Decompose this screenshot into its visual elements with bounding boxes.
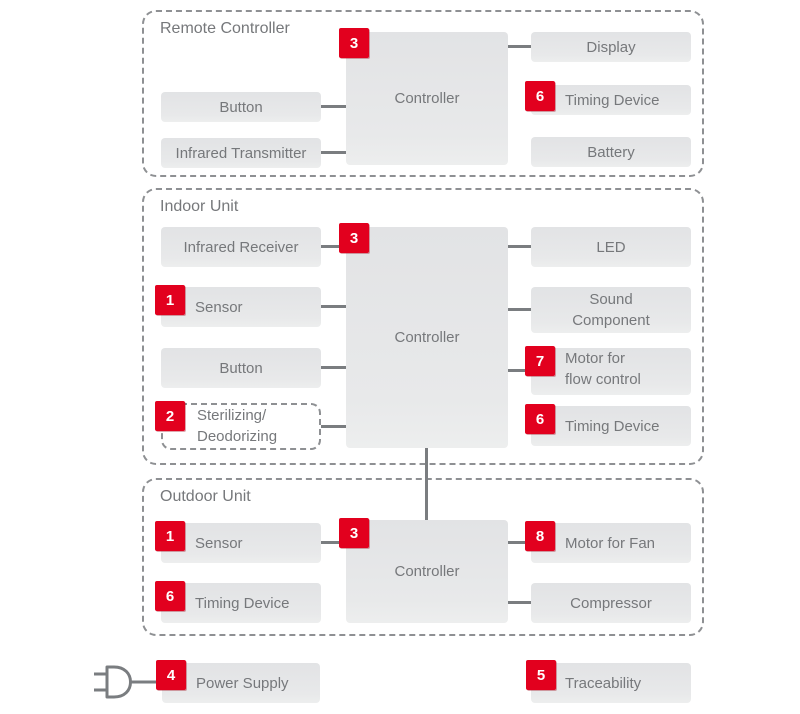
node-label: Compressor	[570, 594, 652, 612]
badge-5: 5	[526, 660, 556, 690]
node-sound-component: Sound Component	[531, 287, 691, 333]
node-controller-indoor: Controller	[346, 227, 508, 448]
connector-indoor-outdoor	[425, 448, 428, 520]
node-motor-flow-control: Motor for flow control	[531, 348, 691, 395]
node-sensor-outdoor: Sensor	[161, 523, 321, 563]
node-battery: Battery	[531, 137, 691, 167]
node-label: Timing Device	[195, 594, 290, 612]
node-label: Controller	[394, 329, 460, 346]
node-label: Infrared Receiver	[183, 238, 299, 256]
node-label-line1: Sound	[589, 291, 633, 308]
badge-2: 2	[155, 401, 185, 431]
badge-3: 3	[339, 28, 369, 58]
section-title-indoor: Indoor Unit	[160, 198, 239, 215]
node-label-line1: Motor for	[565, 350, 626, 367]
node-label: Controller	[394, 90, 460, 107]
section-title-remote: Remote Controller	[160, 20, 290, 37]
node-controller-remote: Controller	[346, 32, 508, 165]
connector-button-indoor	[321, 366, 346, 369]
badge-6: 6	[525, 81, 555, 111]
connector-display	[508, 45, 531, 48]
node-power-supply: Power Supply	[162, 663, 320, 703]
badge-7: 7	[525, 346, 555, 376]
node-display: Display	[531, 32, 691, 62]
node-label: Display	[586, 38, 636, 56]
node-label-line2: flow control	[565, 371, 641, 388]
badge-1: 1	[155, 285, 185, 315]
node-label-line1: Sterilizing/	[197, 407, 267, 424]
node-label: Button	[219, 98, 263, 116]
node-label: Controller	[394, 563, 460, 580]
node-infrared-transmitter: Infrared Transmitter	[161, 138, 321, 168]
node-label: Infrared Transmitter	[175, 144, 307, 162]
connector-button-remote	[321, 105, 346, 108]
badge-6: 6	[155, 581, 185, 611]
node-label-line2: Component	[572, 312, 650, 329]
node-timing-device-indoor: Timing Device	[531, 406, 691, 446]
connector-infrared-receiver	[321, 245, 340, 248]
node-label: Sensor	[195, 298, 243, 316]
node-label: Power Supply	[196, 674, 289, 692]
node-timing-device-outdoor: Timing Device	[161, 583, 321, 623]
badge-6: 6	[525, 404, 555, 434]
connector-sensor-outdoor	[321, 541, 340, 544]
node-label-line2: Deodorizing	[197, 428, 278, 445]
connector-sound-component	[508, 308, 531, 311]
connector-sensor-indoor	[321, 305, 346, 308]
connector-motor-fan	[508, 541, 525, 544]
node-sensor-indoor: Sensor	[161, 287, 321, 327]
node-label: Battery	[587, 143, 635, 161]
node-compressor: Compressor	[531, 583, 691, 623]
node-traceability: Traceability	[531, 663, 691, 703]
node-label: Button	[219, 359, 263, 377]
section-remote-controller: Remote Controller	[142, 10, 704, 177]
section-indoor-unit: Indoor Unit	[142, 188, 704, 465]
connector-infrared-transmitter	[321, 151, 346, 154]
power-plug-icon	[94, 665, 156, 699]
connector-sterilizing	[321, 425, 346, 428]
node-button-remote: Button	[161, 92, 321, 122]
badge-4: 4	[156, 660, 186, 690]
node-led: LED	[531, 227, 691, 267]
node-timing-device-remote: Timing Device	[531, 85, 691, 115]
node-label: LED	[596, 238, 626, 256]
badge-3: 3	[339, 223, 369, 253]
node-label: Motor for Fan	[565, 534, 656, 552]
connector-compressor	[508, 601, 531, 604]
node-motor-for-fan: Motor for Fan	[531, 523, 691, 563]
node-controller-outdoor: Controller	[346, 520, 508, 623]
section-title-outdoor: Outdoor Unit	[160, 488, 251, 505]
node-label: Timing Device	[565, 91, 660, 109]
badge-8: 8	[525, 521, 555, 551]
node-infrared-receiver: Infrared Receiver	[161, 227, 321, 267]
node-label: Timing Device	[565, 417, 660, 435]
connector-led	[508, 245, 531, 248]
badge-3: 3	[339, 518, 369, 548]
node-label: Sensor	[195, 534, 243, 552]
section-outdoor-unit: Outdoor Unit	[142, 478, 704, 636]
node-button-indoor: Button	[161, 348, 321, 388]
node-sterilizing-deodorizing: Sterilizing/ Deodorizing	[161, 403, 321, 450]
badge-1: 1	[155, 521, 185, 551]
node-label: Traceability	[565, 674, 642, 692]
connector-motor-flow	[508, 369, 525, 372]
